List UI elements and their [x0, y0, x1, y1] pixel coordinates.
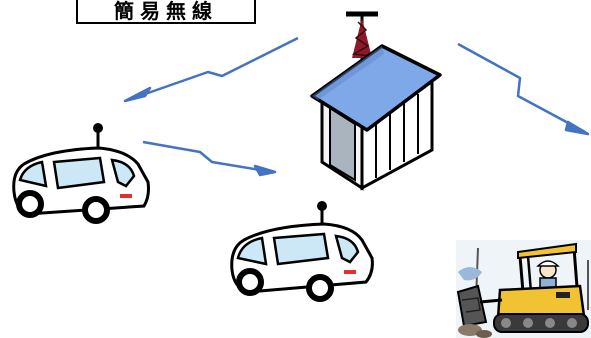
house-roof	[310, 44, 442, 132]
label-text: 簡易無線	[114, 0, 218, 23]
wave-left-top	[127, 36, 299, 102]
car-2	[230, 201, 374, 302]
wave-left-bottom-head	[253, 164, 277, 177]
car-1	[12, 123, 150, 224]
wave-left-top-head	[123, 86, 152, 103]
antenna-tower	[346, 11, 378, 60]
radio-waves	[123, 36, 590, 177]
wave-left-bottom	[142, 140, 273, 174]
label-box: 簡易無線	[76, 0, 256, 24]
wave-right-head	[564, 120, 590, 136]
bulldozer	[456, 240, 591, 338]
wave-right	[457, 42, 586, 134]
base-station	[310, 11, 442, 191]
